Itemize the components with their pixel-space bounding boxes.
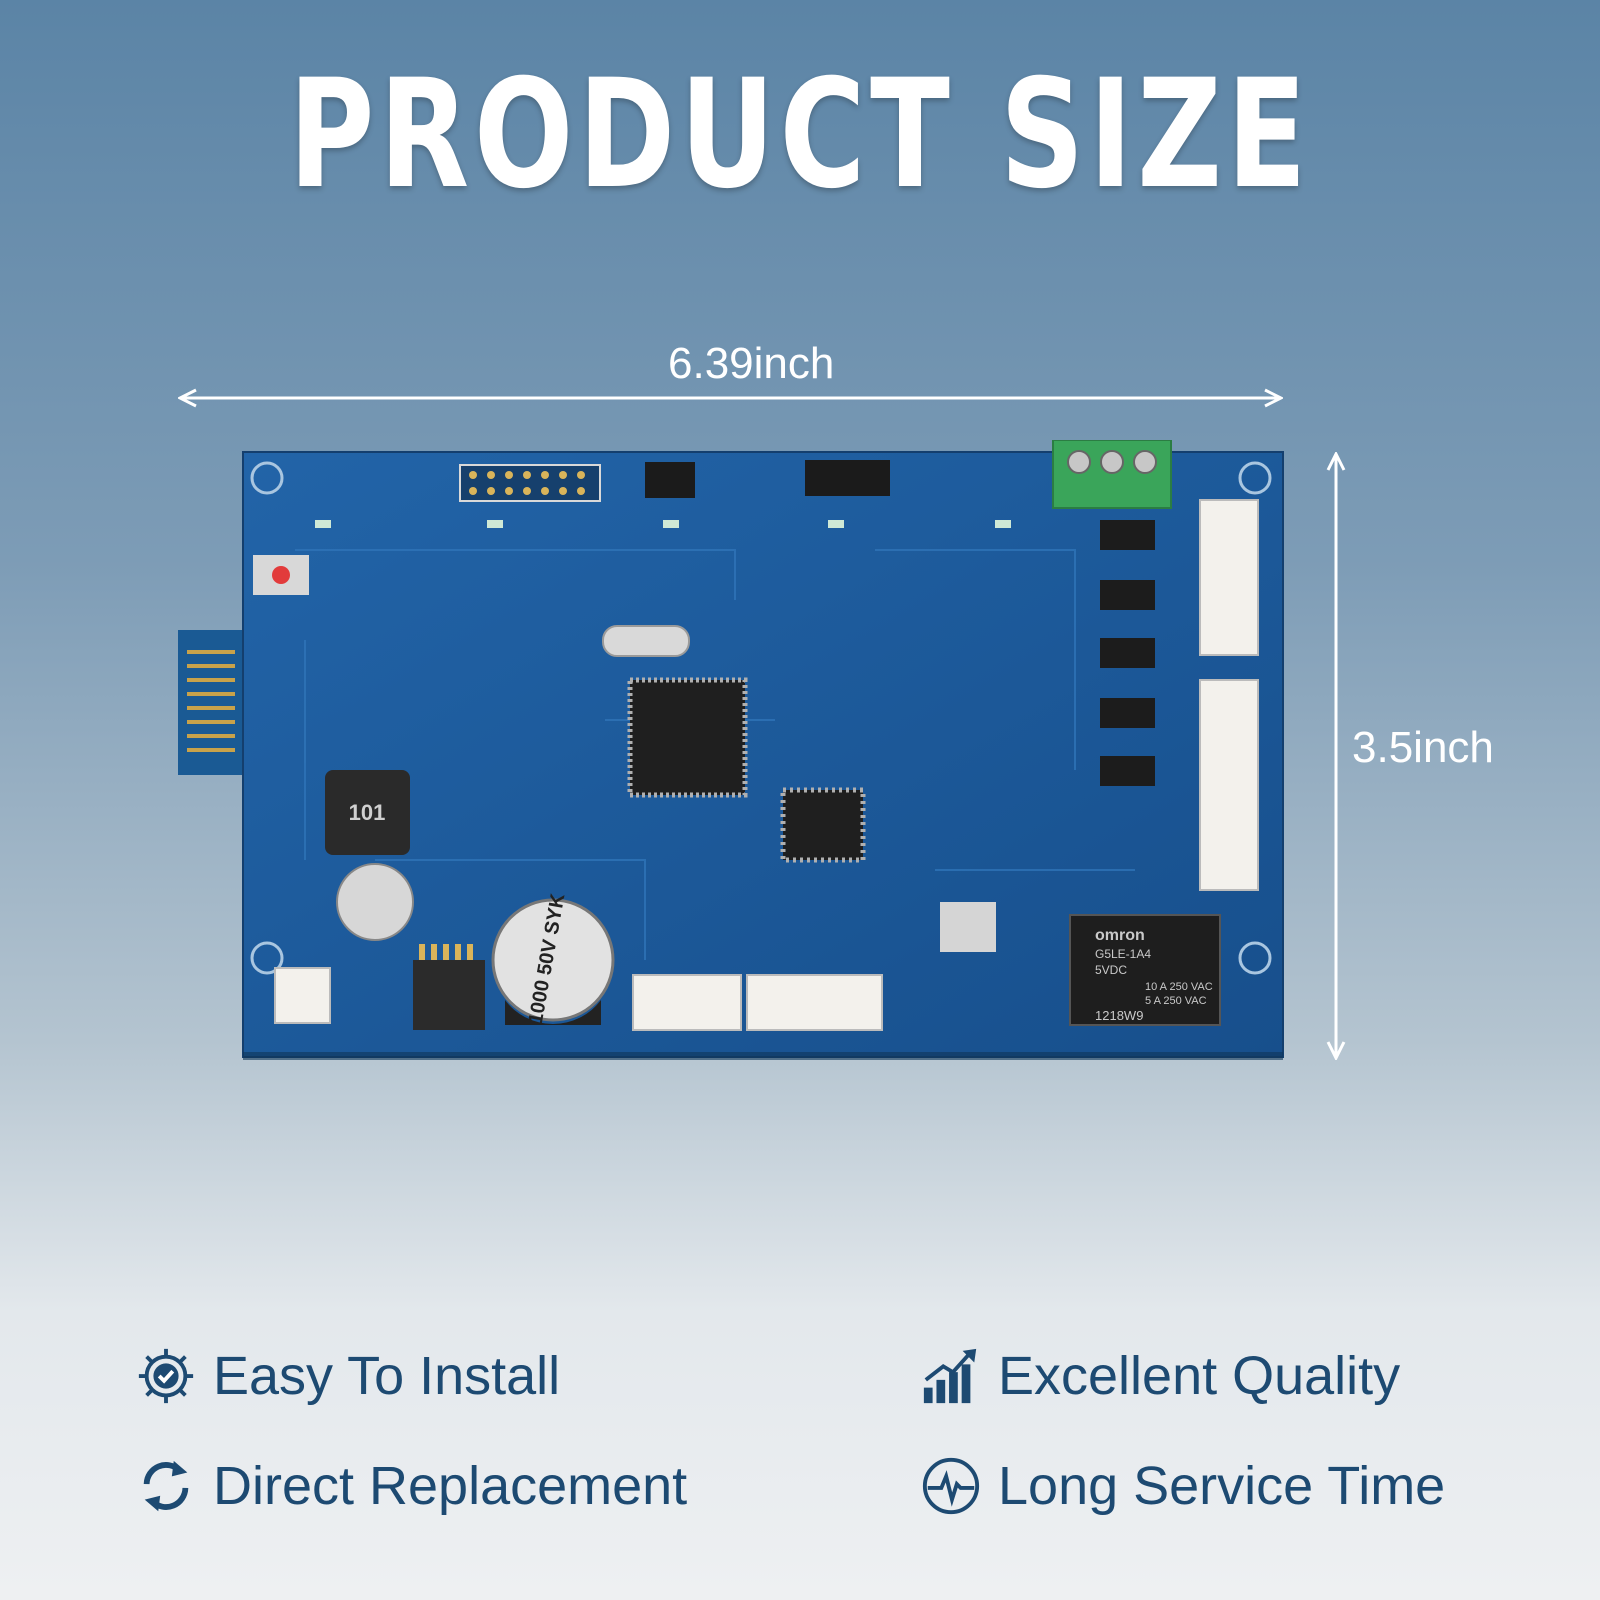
relay-brand: omron bbox=[1095, 927, 1145, 944]
width-dimension-arrow bbox=[178, 388, 1283, 408]
relay-rating-2: 5 A 250 VAC bbox=[1145, 995, 1207, 1007]
feature-direct-replacement: Direct Replacement bbox=[135, 1455, 687, 1517]
feature-label: Excellent Quality bbox=[998, 1346, 1401, 1406]
feature-label: Direct Replacement bbox=[213, 1456, 688, 1516]
width-dimension-label: 6.39inch bbox=[668, 339, 835, 388]
feature-easy-install: Easy To Install bbox=[135, 1345, 560, 1407]
page-title: PRODUCT SIZE bbox=[288, 48, 1312, 222]
gear-check-icon bbox=[138, 1348, 194, 1404]
feature-label: Easy To Install bbox=[213, 1346, 561, 1406]
height-dimension-label: 3.5inch bbox=[1352, 723, 1494, 772]
refresh-icon bbox=[143, 1460, 189, 1512]
inductor-label: 101 bbox=[349, 800, 386, 825]
feature-excellent-quality: Excellent Quality bbox=[920, 1345, 1400, 1407]
relay-rating-1: 10 A 250 VAC bbox=[1145, 981, 1213, 993]
heartbeat-icon bbox=[922, 1457, 980, 1515]
feature-label: Long Service Time bbox=[998, 1456, 1446, 1516]
relay-model: G5LE-1A4 bbox=[1095, 947, 1151, 961]
height-dimension-arrow bbox=[1326, 452, 1346, 1060]
circuit-board-image: 101 1000 50V SYK omron G5LE-1A4 5VDC 10 … bbox=[178, 440, 1284, 1060]
relay-voltage: 5VDC bbox=[1095, 963, 1127, 977]
feature-long-service-time: Long Service Time bbox=[920, 1455, 1445, 1517]
bar-chart-up-icon bbox=[923, 1348, 977, 1404]
relay-code: 1218W9 bbox=[1095, 1008, 1143, 1023]
